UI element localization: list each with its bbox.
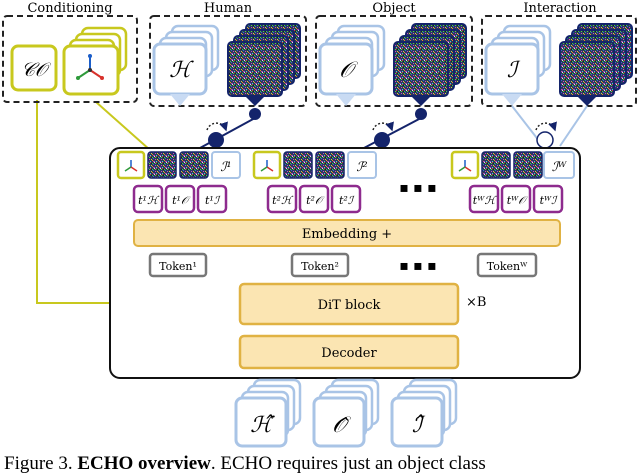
frame-1-t-human: t¹ℋ <box>138 194 160 207</box>
frame-2-noise-human <box>283 151 313 179</box>
human-title: Human <box>204 1 253 16</box>
frame-2-token-label: Token² <box>301 260 339 273</box>
conditioning-connector <box>36 100 110 304</box>
frame-2: ℐ² t²ℋ t²𝒪 t²ℐ Token² <box>252 150 377 278</box>
frame-1-token <box>148 252 208 278</box>
frame-1-interaction-box <box>211 151 241 179</box>
conditioning-connector-2 <box>95 101 151 151</box>
interaction-title: Interaction <box>523 1 597 16</box>
object-funnel <box>336 94 356 106</box>
conditioning-group: Conditioning 𝒞𝒪 <box>2 1 138 103</box>
object-noise-front <box>393 41 449 97</box>
frame-w-token <box>476 252 538 278</box>
human-symbol: ℋ <box>169 58 194 83</box>
decoder-label: Decoder <box>321 346 377 361</box>
frame-1-interaction-label: ℐ¹ <box>220 160 231 175</box>
frame-w-interaction-box <box>543 151 575 179</box>
human-funnel <box>170 94 190 106</box>
frame-w-t-interaction: tᵂℐ <box>540 194 559 207</box>
decoder-block <box>238 334 460 370</box>
caption-text: . ECHO requires just an object class <box>210 453 486 473</box>
object-dashed-box <box>315 15 473 107</box>
frame-2-interaction-box <box>347 151 377 179</box>
frame-2-t-interaction: t²ℐ <box>339 194 355 207</box>
human-output-stack <box>234 396 288 448</box>
interaction-output-stack <box>390 396 444 448</box>
frame-connectors <box>199 105 588 149</box>
figure-caption: Figure 3. ECHO overview. ECHO requires j… <box>4 452 640 473</box>
embedding-block <box>133 219 561 247</box>
dit-block <box>238 282 460 326</box>
object-output-node <box>415 108 427 120</box>
conditioning-dashed-box <box>2 15 138 103</box>
frame-2-token <box>290 252 350 278</box>
interaction-noise-front <box>559 41 615 97</box>
frame-1: ℐ¹ t¹ℋ t¹𝒪 t¹ℐ Token¹ <box>116 150 241 278</box>
human-group: Human ℋ <box>149 1 307 120</box>
frame-2-axes-icon <box>260 160 274 172</box>
human-dashed-box <box>149 15 307 107</box>
caption-bold-title: ECHO overview <box>77 453 211 473</box>
frame-w-interaction-label: ℐᵂ <box>552 160 567 175</box>
frame-2-interaction-label: ℐ² <box>356 160 367 175</box>
human-output-node <box>249 108 261 120</box>
object-connector-node <box>374 132 390 148</box>
object-rotate-icon <box>372 121 394 132</box>
dit-label: DiT block <box>318 298 381 313</box>
frame-w-axes-icon <box>458 160 472 172</box>
interaction-funnel <box>502 94 522 106</box>
object-title: Object <box>372 1 416 16</box>
frame-1-token-label: Token¹ <box>159 260 197 273</box>
frame-2-t-human: t²ℋ <box>272 194 294 207</box>
interaction-rotate-icon <box>535 121 557 132</box>
frame-w-token-label: Tokenᵂ <box>487 260 528 273</box>
interaction-group: Interaction ℐ <box>481 1 637 107</box>
frame-1-t-interaction: t¹ℐ <box>205 194 221 207</box>
frame-1-t-object: t¹𝒪 <box>172 194 191 207</box>
frame-w-noise-object <box>513 151 543 179</box>
echo-overview-diagram: Conditioning 𝒞𝒪 Human <box>2 1 637 448</box>
human-connector-node <box>208 132 224 148</box>
interaction-dashed-box <box>481 15 637 107</box>
frames-ellipsis: ▪ ▪ ▪ <box>399 180 436 196</box>
interaction-connector-node <box>536 131 554 149</box>
frame-1-noise-human <box>147 151 177 179</box>
human-output-symbol: ℋ̂ <box>250 413 275 438</box>
frame-1-axes-icon <box>124 160 138 172</box>
outputs: ℋ̂ 𝒪̂ ℐ̂ <box>234 378 458 448</box>
conditioning-class-box <box>10 44 58 92</box>
tokens-ellipsis: ▪ ▪ ▪ <box>399 258 436 274</box>
pose-axes-icon <box>76 54 104 80</box>
human-rotate-icon <box>206 121 228 132</box>
frame-2-noise-object <box>315 151 345 179</box>
frame-w-t-human: tᵂℋ <box>473 194 498 207</box>
conditioning-title: Conditioning <box>27 1 112 16</box>
dit-repeat-label: ×B <box>466 295 486 310</box>
frame-2-t-object: t²𝒪 <box>306 194 325 207</box>
conditioning-class-symbol: 𝒞𝒪 <box>21 59 52 81</box>
object-output-stack <box>312 396 366 448</box>
caption-prefix: Figure 3. <box>4 453 78 473</box>
frame-1-noise-object <box>179 151 209 179</box>
frame-w-noise-human <box>481 151 511 179</box>
object-group: Object 𝒪 <box>315 1 473 120</box>
human-noise-front <box>227 41 283 97</box>
embedding-label: Embedding + <box>302 227 392 242</box>
frame-w: ℐᵂ tᵂℋ tᵂ𝒪 tᵂℐ Tokenᵂ <box>450 150 575 278</box>
frame-w-t-object: tᵂ𝒪 <box>507 194 529 207</box>
